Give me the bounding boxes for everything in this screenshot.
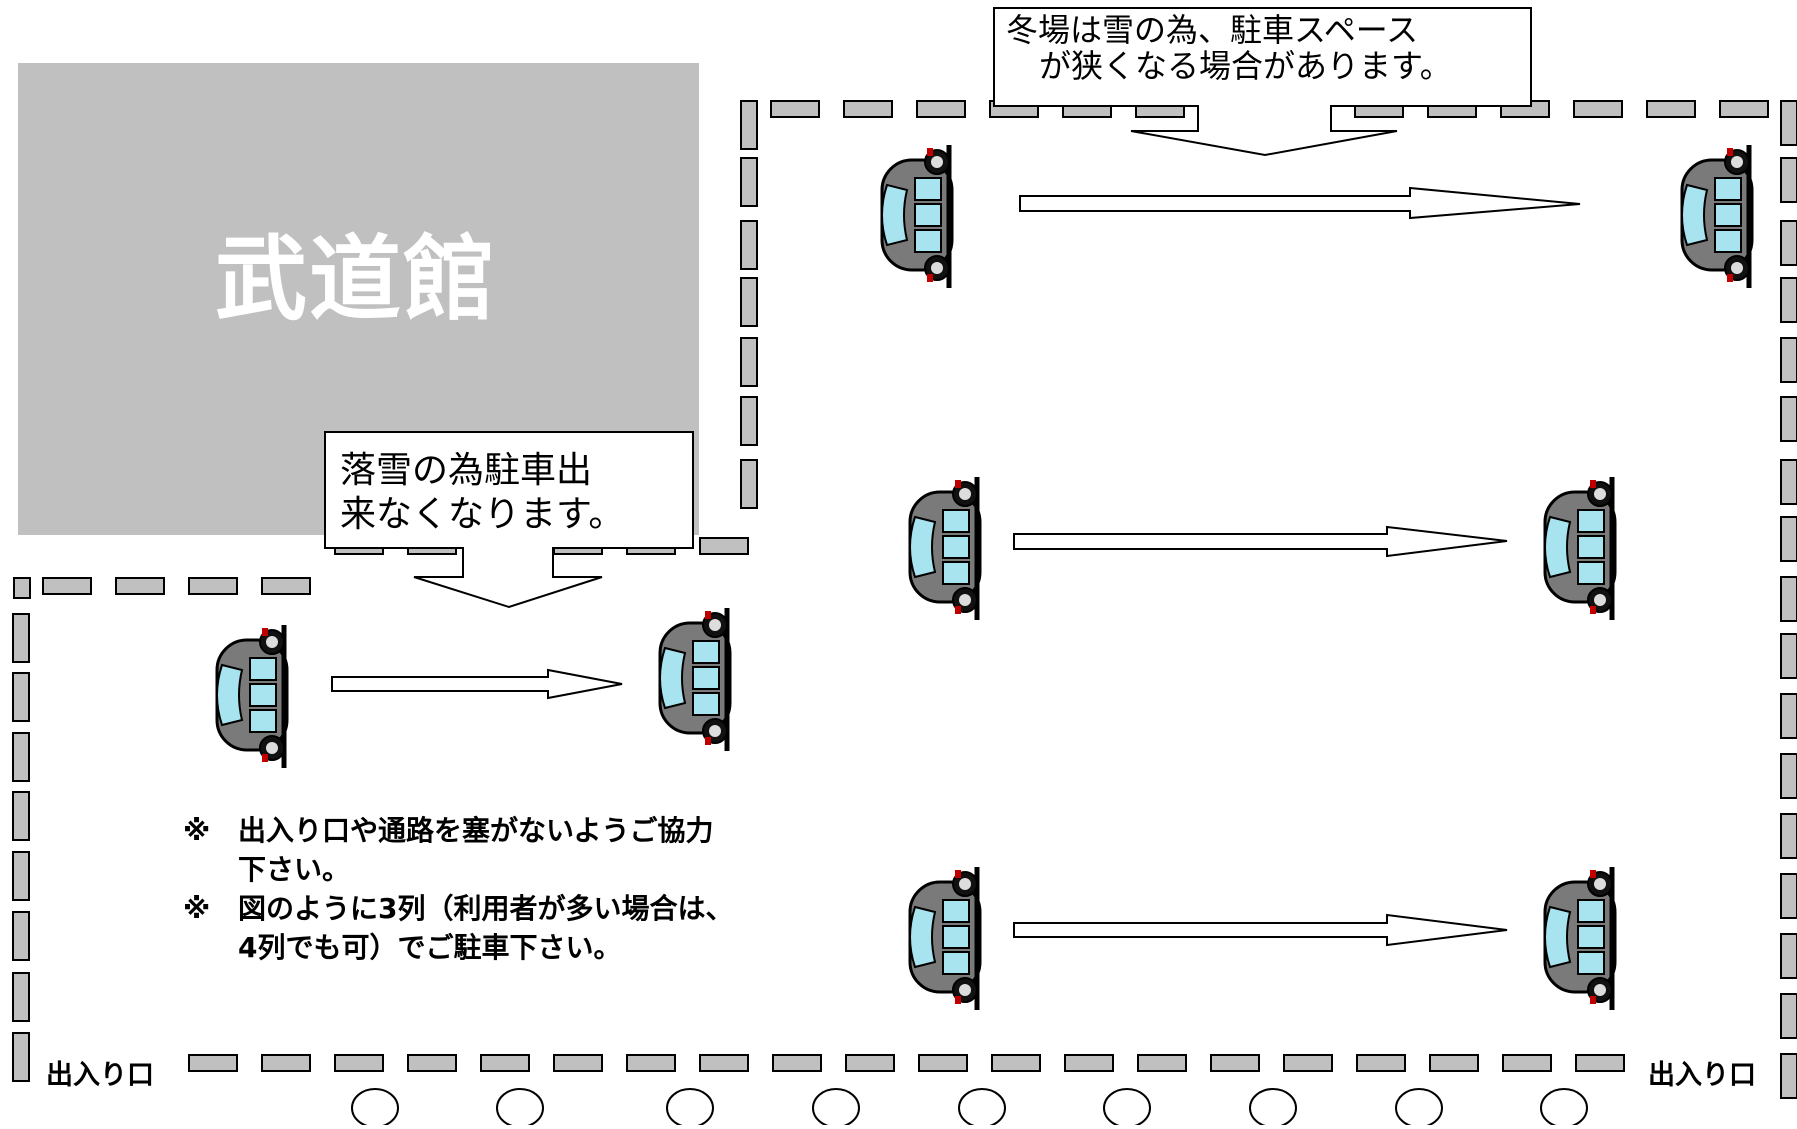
note-text: 出入り口や通路を塞がないようご協力 下さい。 — [238, 814, 714, 886]
winter-callout-line1: 冬場は雪の為、駐車スペース — [1006, 11, 1419, 49]
falling-snow-callout-line2: 来なくなります。 — [340, 494, 625, 535]
circle-marker-icon — [351, 1088, 1588, 1128]
falling-snow-callout-line1: 落雪の為駐車出 — [340, 450, 593, 491]
notes-list: ※ 出入り口や通路を塞がないようご協力 下さい。 ※ 図のように3列（利用者が多… — [183, 811, 798, 967]
note-item: ※ 図のように3列（利用者が多い場合は、 4列でも可）でご駐車下さい。 — [183, 889, 798, 967]
winter-callout-text: 冬場は雪の為、駐車スペース が狭くなる場合があります。 — [1006, 12, 1452, 84]
entrance-left-label: 出入り口 — [46, 1060, 154, 1091]
note-mark: ※ — [183, 814, 211, 847]
note-item: ※ 出入り口や通路を塞がないようご協力 下さい。 — [183, 811, 798, 889]
falling-snow-callout-text: 落雪の為駐車出 来なくなります。 — [340, 449, 624, 537]
winter-callout-box — [993, 7, 1532, 157]
building-label: 武道館 — [215, 226, 498, 333]
entrance-right-label: 出入り口 — [1648, 1060, 1756, 1091]
note-mark: ※ — [183, 892, 211, 925]
right-arrow-icon — [331, 186, 1581, 947]
falling-snow-callout-box — [324, 431, 694, 609]
winter-callout-line2: が狭くなる場合があります。 — [1039, 47, 1452, 85]
note-text: 図のように3列（利用者が多い場合は、 4列でも可）でご駐車下さい。 — [238, 892, 734, 964]
